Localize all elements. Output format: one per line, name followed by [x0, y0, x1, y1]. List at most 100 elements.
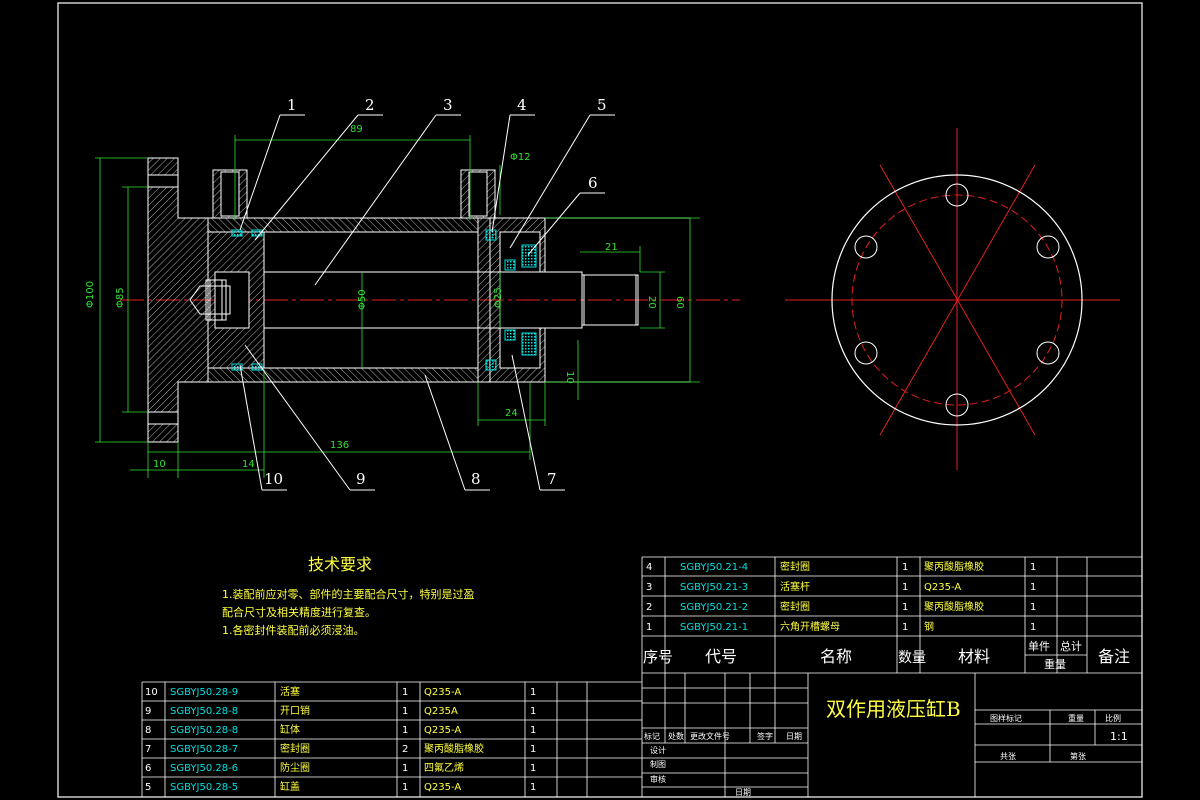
dim-text: 89 [350, 124, 363, 135]
cell: 防尘圈 [280, 761, 310, 774]
balloon-10: 10 [264, 470, 283, 488]
cell: 1 [530, 782, 536, 793]
cylinder-wall-top [207, 217, 479, 233]
cell: 缸盖 [280, 780, 300, 793]
dim-text: 21 [605, 242, 618, 253]
tb-label: 图样标记 [990, 713, 1022, 723]
bolt-hole [854, 235, 878, 259]
cell: SGBYJ50.21-4 [680, 562, 748, 573]
cell: 1 [646, 622, 652, 633]
balloon-8: 8 [471, 470, 481, 488]
cell: 1 [1030, 622, 1036, 633]
port-right [460, 169, 496, 219]
balloon-1: 1 [287, 96, 297, 114]
tb-label: 第张 [1070, 751, 1086, 761]
cell: 1 [530, 763, 536, 774]
bolt-hole [945, 183, 969, 207]
bolt-hole [854, 341, 878, 365]
cell: 活塞 [280, 685, 300, 698]
cell: 1 [1030, 582, 1036, 593]
cell: Q235-A [424, 782, 461, 793]
tb-label: 重量 [1068, 713, 1084, 723]
dim-text: 24 [505, 408, 518, 419]
cell: 1 [902, 622, 908, 633]
cell: 1 [1030, 562, 1036, 573]
cell: 聚丙酸脂橡胶 [424, 742, 484, 755]
cell: 2 [402, 744, 408, 755]
balloon-4: 4 [517, 96, 527, 114]
cell: 1 [902, 602, 908, 613]
piston-nut [205, 279, 227, 321]
cell: SGBYJ50.28-8 [170, 706, 238, 717]
tech-title: 技术要求 [308, 555, 372, 574]
cell: 1 [530, 725, 536, 736]
dim-text: 20 [646, 296, 657, 309]
cell: 1 [402, 725, 408, 736]
lower-parts-table [141, 681, 642, 797]
cell: 1 [402, 763, 408, 774]
tb-label: 设计 [650, 745, 666, 755]
parts-header: 序号 代号 名称 数量 材料 单件 总计 重量 备注 [643, 639, 1130, 671]
header-unit: 单件 [1028, 640, 1050, 653]
cell: SGBYJ50.28-7 [170, 744, 238, 755]
cell: 4 [646, 562, 652, 573]
dimension-texts: 89 Φ12 21 20 60 Φ100 Φ85 10 14 136 24 10… [85, 124, 685, 470]
cell: 7 [145, 744, 151, 755]
cell: 5 [145, 782, 151, 793]
balloon-3: 3 [443, 96, 453, 114]
cell: 8 [145, 725, 151, 736]
cell: 2 [646, 602, 652, 613]
cell: Q235-A [424, 725, 461, 736]
cell: 密封圈 [780, 600, 810, 613]
cell: 1 [402, 706, 408, 717]
cell: SGBYJ50.28-9 [170, 687, 238, 698]
dim-text: 10 [564, 371, 575, 384]
header-weight: 重量 [1044, 657, 1066, 671]
balloon-2: 2 [365, 96, 375, 114]
cell: 活塞杆 [780, 580, 810, 593]
cell: 1 [530, 744, 536, 755]
upper-parts-table [641, 556, 1143, 797]
balloon-5: 5 [597, 96, 607, 114]
cell: SGBYJ50.21-1 [680, 622, 748, 633]
cell: 1 [902, 562, 908, 573]
dimension-lines [95, 135, 700, 478]
dim-text: 14 [242, 459, 255, 470]
dim-text: Φ100 [85, 281, 96, 308]
upper-parts-rows: 4 SGBYJ50.21-4 密封圈 1 聚丙酸脂橡胶 1 3 SGBYJ50.… [646, 560, 1036, 633]
lower-parts-rows: 10 SGBYJ50.28-9 活塞 1 Q235-A 1 9 SGBYJ50.… [145, 685, 536, 793]
tb-label: 更改文件号 [690, 731, 730, 741]
cell: SGBYJ50.21-2 [680, 602, 748, 613]
balloon-9: 9 [356, 470, 366, 488]
dim-text: Φ85 [115, 287, 126, 308]
cell: Q235-A [424, 687, 461, 698]
dim-text: 10 [153, 459, 166, 470]
cell: 密封圈 [780, 560, 810, 573]
balloon-numbers: 1 2 3 4 5 6 7 8 9 10 [264, 96, 607, 488]
tech-requirements: 技术要求 1.装配前应对零、部件的主要配合尺寸，特别是过盈 配合尺寸及相关精度进… [222, 555, 475, 637]
dim-text: Φ12 [510, 152, 531, 163]
cell: 聚丙酸脂橡胶 [924, 560, 984, 573]
cell: SGBYJ50.21-3 [680, 582, 748, 593]
cell: 四氟乙烯 [424, 761, 464, 774]
cell: 3 [646, 582, 652, 593]
cell: 钢 [924, 620, 934, 633]
cell: Q235-A [924, 582, 961, 593]
dim-text: Φ50 [357, 289, 368, 310]
cylinder-wall-bottom [207, 367, 479, 383]
tb-label: 审核 [650, 774, 666, 784]
header-name: 名称 [820, 647, 852, 666]
cell: 1 [530, 687, 536, 698]
tech-line: 1.装配前应对零、部件的主要配合尺寸，特别是过盈 [222, 587, 475, 601]
cell: SGBYJ50.28-5 [170, 782, 238, 793]
dim-text: 136 [330, 440, 349, 451]
header-code: 代号 [705, 647, 737, 666]
cell: Q235A [424, 706, 458, 717]
tb-label: 日期 [786, 732, 802, 741]
cell: 6 [145, 763, 151, 774]
port-left [212, 169, 248, 219]
flange-body [147, 157, 209, 443]
tb-label: 签字 [757, 731, 773, 741]
cell: 1 [402, 782, 408, 793]
